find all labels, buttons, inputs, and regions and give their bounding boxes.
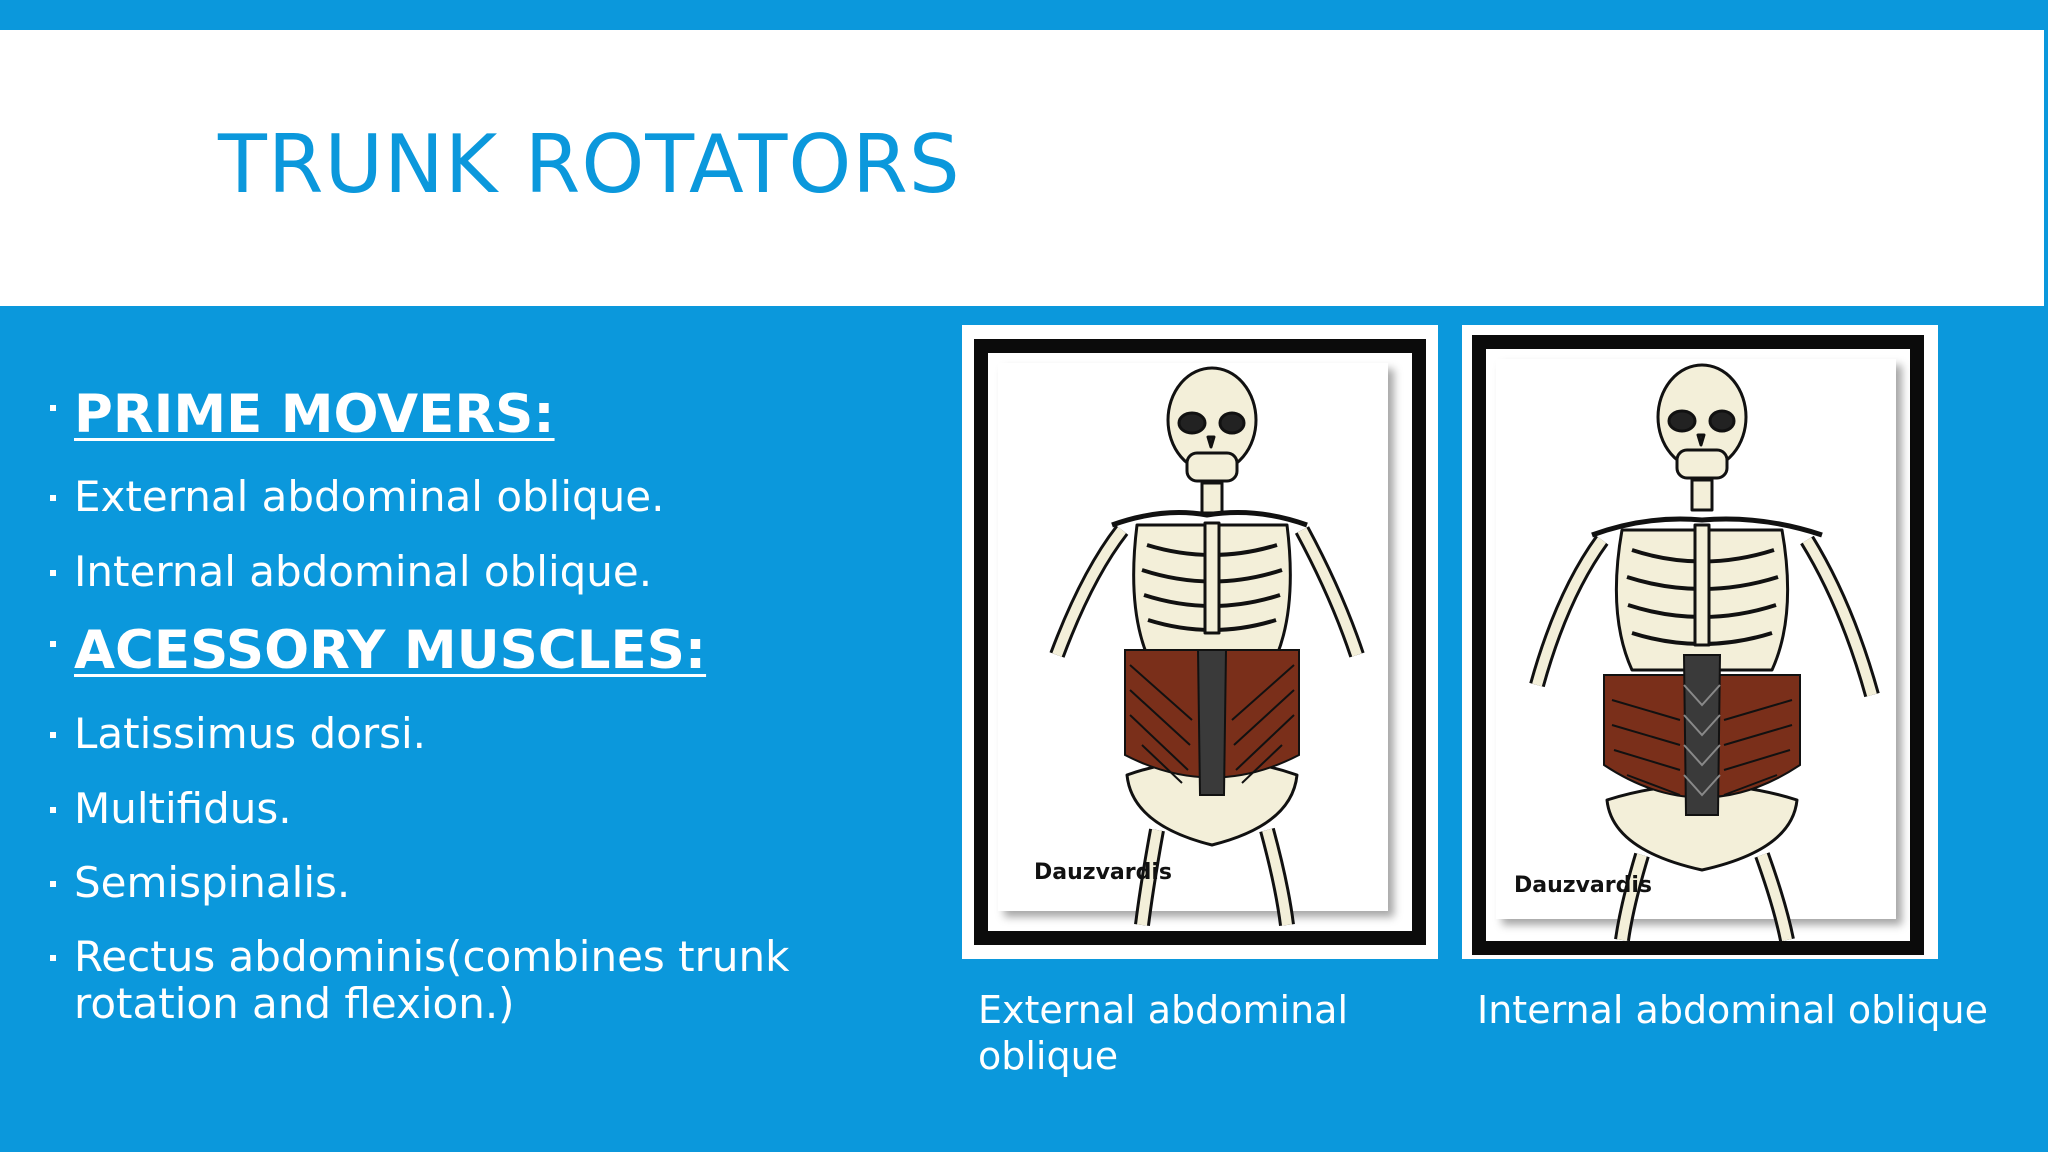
bullet-marker-icon [50,570,56,576]
bullet-item: External abdominal oblique. [50,473,664,520]
bullet-text: Multifidus. [74,784,292,833]
bullet-item: PRIME MOVERS: [50,385,555,445]
title-band [0,30,2048,306]
bullet-marker-icon [50,641,56,647]
bullet-text: Semispinalis. [74,858,351,907]
bullet-marker-icon [50,405,56,411]
bullet-text: ACESSORY MUSCLES: [74,620,707,681]
bullet-marker-icon [50,881,56,887]
bullet-marker-icon [50,732,56,738]
bullet-item: Latissimus dorsi. [50,710,426,757]
bullet-text: Latissimus dorsi. [74,709,426,758]
figure-frame-border [974,339,1426,945]
title-band-edge [2044,30,2048,306]
bullet-text: Internal abdominal oblique. [74,547,653,596]
bullet-text: PRIME MOVERS: [74,384,555,445]
skeleton-internal-oblique-illustration [1529,363,1880,942]
bullet-item: Rectus abdominis(combines trunk rotation… [50,933,950,1027]
bullet-item: Internal abdominal oblique. [50,548,652,595]
figure-signature: Dauzvardis [1514,873,1652,898]
bullet-marker-icon [50,495,56,501]
bullet-item: Semispinalis. [50,859,350,906]
bullet-text: External abdominal oblique. [74,472,665,521]
slide-title: TRUNK ROTATORS [218,118,961,211]
figure-external-oblique: Dauzvardis [962,325,1438,959]
figure-signature: Dauzvardis [1034,860,1172,885]
figure-frame-border [1472,335,1924,955]
figure-internal-oblique: Dauzvardis [1462,325,1938,959]
figure-caption: External abdominal oblique [978,988,1349,1078]
bullet-marker-icon [50,807,56,813]
bullet-item: ACESSORY MUSCLES: [50,621,706,681]
skeleton-external-oblique-illustration [1049,366,1365,926]
figure-caption: Internal abdominal oblique [1477,988,1988,1032]
bullet-item: Multifidus. [50,785,292,832]
bullet-marker-icon [50,955,56,961]
bullet-text: Rectus abdominis(combines trunk rotation… [74,932,790,1028]
